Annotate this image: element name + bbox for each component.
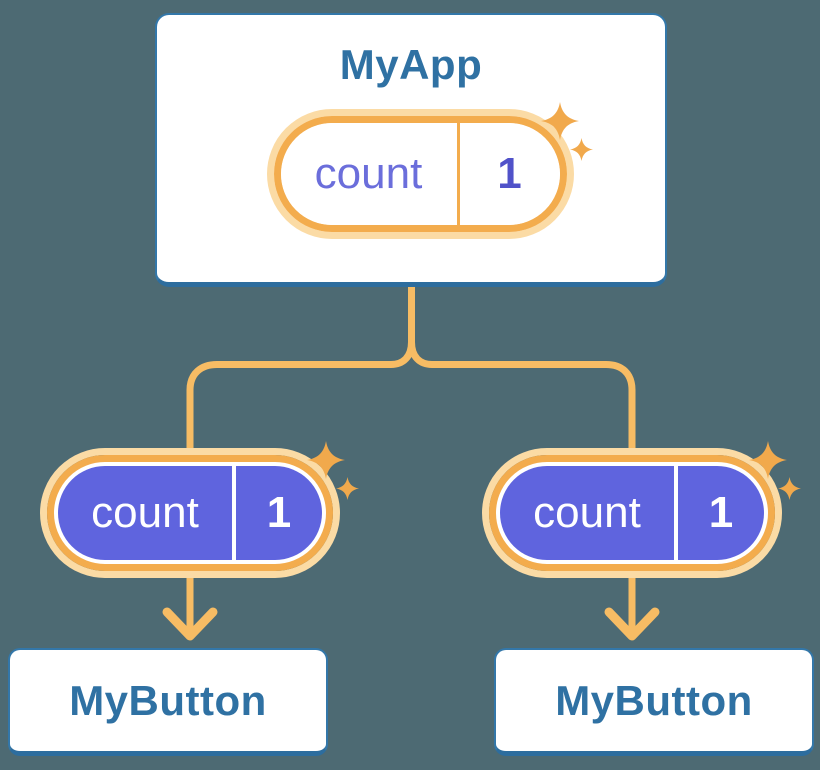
arrow-down-icon xyxy=(604,570,660,641)
node-card-myapp: MyApp count 1 xyxy=(155,13,667,287)
prop-pill-right: count 1 xyxy=(482,441,801,578)
state-value: 1 xyxy=(497,149,522,198)
prop-pill-left: count 1 xyxy=(40,441,359,578)
pill-body: count 1 xyxy=(500,466,764,560)
pill-ring: count 1 xyxy=(489,455,775,571)
node-card-mybutton-right: MyButton xyxy=(494,648,814,756)
state-value: 1 xyxy=(708,488,734,537)
sparkle-icon-small xyxy=(778,477,801,500)
state-name-label: count xyxy=(533,488,641,537)
pill-ring: count 1 xyxy=(273,116,567,232)
state-value: 1 xyxy=(266,488,292,537)
connector-root-to-left-child xyxy=(186,280,415,456)
node-title: MyButton xyxy=(69,676,267,724)
pill-body: count 1 xyxy=(58,466,322,560)
state-name-label: count xyxy=(91,488,199,537)
sparkle-icon-large xyxy=(307,441,345,479)
connector-root-to-right-child xyxy=(408,280,636,456)
sparkle-icon-large xyxy=(749,441,787,479)
state-pill-myapp: count 1 xyxy=(266,102,593,239)
node-title: MyButton xyxy=(555,676,753,724)
pill-ring: count 1 xyxy=(47,455,333,571)
sparkle-icon-small xyxy=(569,138,593,161)
node-card-mybutton-left: MyButton xyxy=(8,648,328,756)
pill-divider xyxy=(232,466,236,560)
pill-body: count 1 xyxy=(280,123,560,225)
node-title: MyApp xyxy=(339,41,483,88)
pill-divider xyxy=(456,123,460,225)
arrow-down-icon xyxy=(162,570,218,641)
state-name-label: count xyxy=(314,149,423,198)
pill-divider xyxy=(674,466,678,560)
sparkle-icon-small xyxy=(336,477,359,500)
sparkle-icon-large xyxy=(540,102,579,140)
